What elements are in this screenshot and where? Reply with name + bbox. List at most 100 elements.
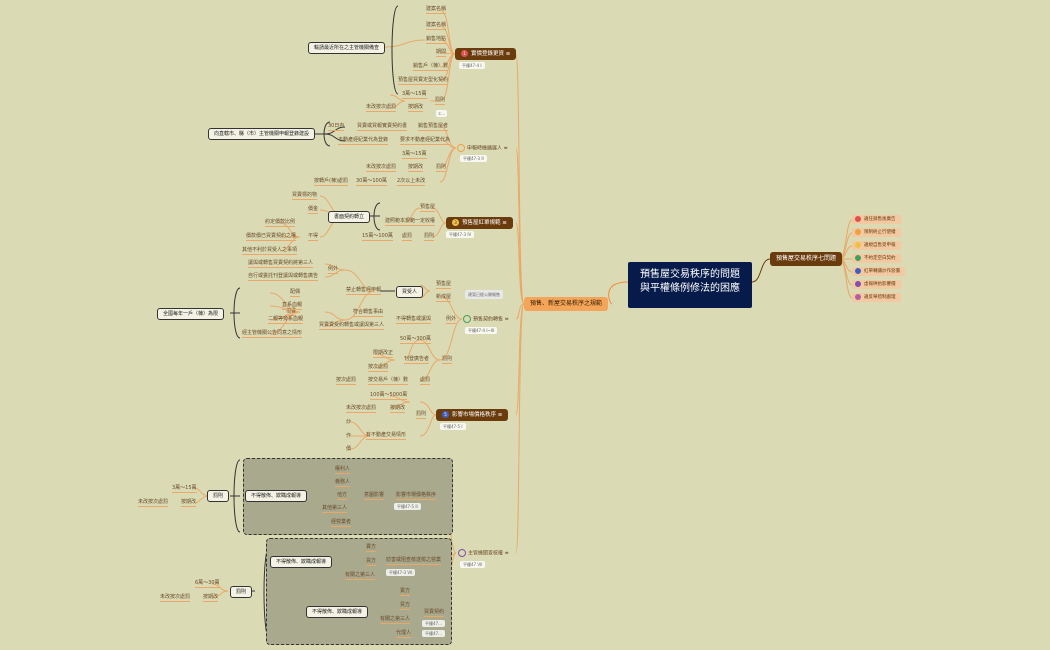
right-child-4[interactable]: 不約定空白契約 bbox=[852, 254, 901, 263]
t5-char: 價 bbox=[346, 446, 352, 452]
t4-limit-box[interactable]: 全國每年一戶（棟）為限 bbox=[157, 308, 225, 320]
law-tag: 平權47-4 I bbox=[459, 62, 485, 69]
right-child-label: 紅單轉讓炒作惡價 bbox=[864, 269, 900, 274]
t2-days: 30日內 bbox=[328, 123, 345, 131]
t4-cond: 配偶 bbox=[290, 289, 301, 297]
notify-tag: 建案已經公開報售 bbox=[465, 290, 503, 299]
p2-title2-box[interactable]: 不得散佈、欺瞞成報導 bbox=[306, 606, 369, 618]
t3-item: 價款價已買賣契約之權 bbox=[246, 233, 297, 241]
fine-per2: 按交易戶（棟）數 bbox=[368, 377, 409, 385]
law-tag: 平權47-5 I bbox=[440, 423, 466, 430]
law-tag: 平權47... bbox=[422, 620, 445, 627]
right-child-6[interactable]: 虛報哄抬影響價 bbox=[852, 280, 901, 289]
t4-item: 例外 bbox=[328, 266, 339, 274]
topic-6[interactable]: 主管機關查核權 ≡ bbox=[458, 549, 509, 558]
t4-item: 自行或委託刊登讓與或轉售廣告 bbox=[248, 273, 319, 281]
p1-fine-box[interactable]: 罰則 bbox=[207, 490, 230, 502]
law-tag: 平權47-3 IV bbox=[446, 231, 475, 238]
p1-role: 經營業者 bbox=[331, 519, 352, 527]
t4-item: 禁止轉售經申報 bbox=[346, 287, 382, 295]
t3-item: 約定價款比例 bbox=[265, 219, 296, 227]
p1-title-box[interactable]: 不得散佈、欺瞞成報導 bbox=[245, 490, 308, 502]
law-tag: 平權47 VII bbox=[460, 561, 486, 568]
law-tag: 平權47-5 II bbox=[394, 503, 421, 510]
fine-label: 罰則 bbox=[442, 356, 453, 364]
p2-sub: 買方 bbox=[366, 558, 377, 566]
right-child-label: 違任銷售後廣告 bbox=[864, 217, 896, 222]
topic-label: 申報時機擴展人 bbox=[467, 145, 503, 152]
p2-note: 妨害或阻查核送檢之營業 bbox=[386, 557, 442, 565]
t4-cond: 經主管機關公告同意之情形 bbox=[242, 330, 303, 338]
topic-2[interactable]: 申報時機擴展人 ≡ bbox=[457, 144, 508, 153]
t3-box[interactable]: 書面契約轉立 bbox=[328, 211, 371, 223]
fine-hint: 按轉戶(棟)處罰 bbox=[314, 178, 348, 186]
right-child-1[interactable]: 違任銷售後廣告 bbox=[852, 215, 901, 224]
t4-cond: 直系血親 bbox=[282, 302, 303, 310]
t1-box[interactable]: 輸請最近所在之主管機關備查 bbox=[308, 42, 386, 54]
number-badge-icon bbox=[855, 293, 861, 300]
p2-fine-box[interactable]: 罰則 bbox=[230, 586, 253, 598]
central-topic-line2: 與平權條例修法的困應 bbox=[640, 283, 740, 294]
fine-label: 罰則 bbox=[435, 97, 446, 105]
right-child-label: 限制終止行使權 bbox=[864, 230, 896, 235]
fine-range: 6萬～30萬 bbox=[195, 580, 220, 588]
number-badge-icon bbox=[463, 315, 471, 323]
fine-overdue: 未改按次處罰 bbox=[346, 405, 377, 413]
fine-overdue: 未改按次處罰 bbox=[160, 594, 191, 602]
central-topic[interactable]: 預售屋交易秩序的問題 與平權條例修法的困應 bbox=[628, 262, 752, 308]
t2-item: 要求不動產經紀業代為 bbox=[400, 137, 451, 145]
fine-prevent: 限期改正 bbox=[373, 350, 394, 358]
fine-range: 3萬～15萬 bbox=[402, 151, 427, 159]
right-child-3[interactable]: 違規自售受申報 bbox=[852, 241, 901, 250]
p1-role: 其他第三人 bbox=[322, 505, 348, 513]
right-child-label: 不約定空白契約 bbox=[864, 256, 896, 261]
right-child-7[interactable]: 違反舉措制處理 bbox=[852, 293, 901, 302]
number-badge-icon: 3 bbox=[452, 219, 459, 226]
t2-item: 銷售預售屋者 bbox=[418, 123, 449, 131]
p1-subtitle: 意圖影響 bbox=[364, 492, 385, 500]
fine-overdue: 未改按次處罰 bbox=[138, 499, 169, 507]
t5-side: 有不動產交易情形 bbox=[366, 432, 407, 440]
t2-item: 不動產經紀業代為登錄 bbox=[338, 137, 389, 145]
fine-cont: 按期改 bbox=[181, 499, 197, 507]
t1-item: 期間 bbox=[436, 49, 447, 57]
collapsed-more[interactable]: ①... bbox=[436, 110, 448, 117]
fine-cont: 按期改 bbox=[408, 164, 424, 172]
fine-overdue: 未改按次處罰 bbox=[366, 104, 397, 112]
fine-cont: 按期改 bbox=[390, 405, 406, 413]
p2-s: 代理人 bbox=[396, 630, 412, 638]
right-main-branch[interactable]: 預售屋交易秩序七問題 bbox=[770, 252, 843, 266]
p2-note2: 買賣契約 bbox=[424, 609, 445, 617]
fine-label: 罰則 bbox=[436, 164, 447, 172]
p1-role: 權利人 bbox=[335, 466, 351, 474]
right-child-label: 違反舉措制處理 bbox=[864, 295, 896, 300]
fine-label: 罰則 bbox=[416, 411, 427, 419]
t4-item: 新成屋 bbox=[436, 294, 452, 302]
p2-title-box[interactable]: 不得散佈、欺瞞成報導 bbox=[270, 556, 333, 568]
t4-item: 預售屋 bbox=[436, 281, 452, 289]
t3-item: 不得 bbox=[308, 233, 319, 241]
p2-s: 賣方 bbox=[400, 588, 411, 596]
law-tag: 平權47... bbox=[422, 630, 445, 637]
law-tag: 平權47-4 I~III bbox=[465, 327, 498, 334]
t2-item: 買賣或買報實賣契約書 bbox=[357, 123, 408, 131]
t4-buyer-box[interactable]: 買受人 bbox=[396, 286, 424, 298]
fine-overdue: 未改按次處罰 bbox=[366, 164, 397, 172]
p2-s: 有關之第三人 bbox=[380, 616, 411, 624]
right-child-2[interactable]: 限制終止行使權 bbox=[852, 228, 901, 237]
topic-label: 主管機關查核權 bbox=[468, 550, 504, 557]
t5-char: 炒 bbox=[346, 419, 352, 425]
topic-4[interactable]: 預售契約轉售 ≡ bbox=[463, 315, 509, 324]
t3-item: 其他不利於買受人之事項 bbox=[242, 247, 298, 255]
t1-item: 建案名稱 bbox=[426, 6, 447, 14]
left-main-branch[interactable]: 預售、新屋交易秩序之規範 bbox=[524, 297, 609, 311]
t3-item: 買賣標的物 bbox=[292, 192, 318, 200]
number-badge-icon bbox=[855, 215, 861, 222]
t4-item: 但書 bbox=[286, 308, 297, 316]
fine-big: 30萬～100萬 bbox=[356, 178, 387, 186]
t2-box[interactable]: 向直轄市、縣（市）主管機關申報登錄建設 bbox=[208, 128, 316, 140]
right-child-5[interactable]: 紅單轉讓炒作惡價 bbox=[852, 267, 905, 276]
